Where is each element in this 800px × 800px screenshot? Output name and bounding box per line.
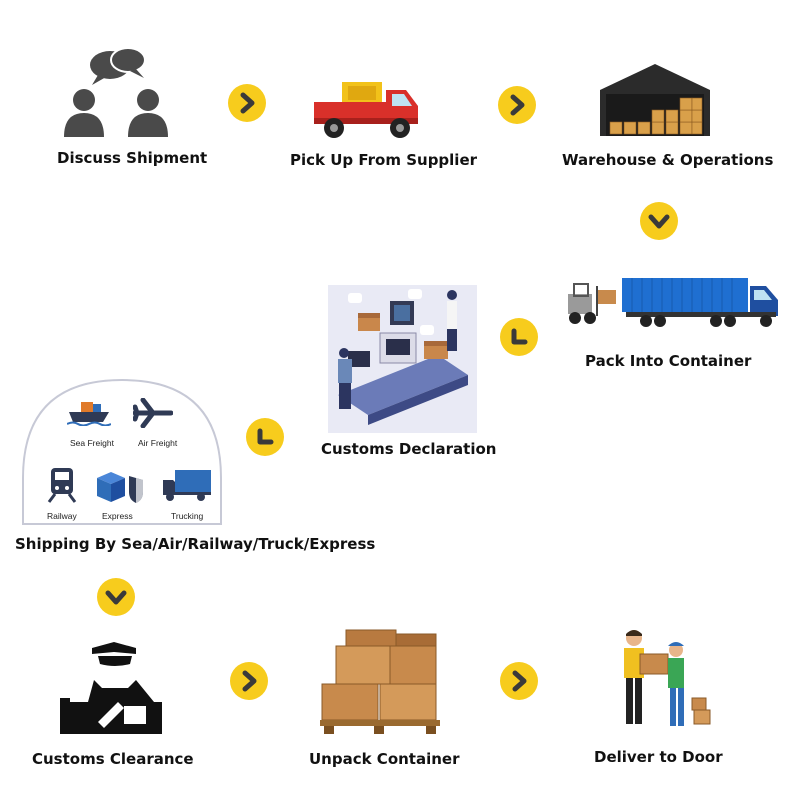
step-label-deliver: Deliver to Door: [594, 748, 723, 766]
airplane-icon: [133, 398, 173, 428]
mode-label-express: Express: [102, 511, 133, 521]
truck-icon: [163, 470, 211, 501]
step-label-discuss: Discuss Shipment: [57, 149, 208, 167]
pickup-truck-icon: [312, 78, 422, 140]
express-box-icon: [97, 472, 143, 503]
step-label-shipping: Shipping By Sea/Air/Railway/Truck/Expres…: [15, 535, 376, 553]
step-label-pack: Pack Into Container: [585, 352, 752, 370]
arrow-right-3: [230, 662, 268, 700]
arrow-left-1: [500, 318, 538, 356]
customs-declaration-illustration: [328, 285, 477, 433]
ship-icon: [67, 402, 111, 426]
arrow-right-2: [498, 86, 536, 124]
warehouse-icon: [596, 60, 714, 138]
step-label-warehouse: Warehouse & Operations: [562, 151, 774, 169]
arrow-down-1: [640, 202, 678, 240]
train-icon: [47, 468, 77, 503]
pallet-boxes-icon: [318, 626, 442, 736]
mode-label-air: Air Freight: [138, 438, 178, 448]
arrow-right-1: [228, 84, 266, 122]
customs-officer-icon: [58, 640, 172, 738]
step-label-pickup: Pick Up From Supplier: [290, 151, 478, 169]
arrow-down-2: [97, 578, 135, 616]
shipping-modes-panel: Sea Freight Air Freight Railway Express …: [21, 378, 223, 526]
arrow-right-4: [500, 662, 538, 700]
step-label-customs-declaration: Customs Declaration: [321, 440, 497, 458]
mode-label-truck: Trucking: [171, 511, 204, 521]
delivery-people-icon: [610, 628, 712, 732]
step-label-unpack: Unpack Container: [309, 750, 460, 768]
step-label-customs-clearance: Customs Clearance: [32, 750, 194, 768]
discuss-shipment-icon: [60, 45, 180, 140]
mode-label-sea: Sea Freight: [70, 438, 114, 448]
arrow-left-2: [246, 418, 284, 456]
mode-label-rail: Railway: [47, 511, 77, 521]
container-truck-icon: [566, 272, 782, 330]
